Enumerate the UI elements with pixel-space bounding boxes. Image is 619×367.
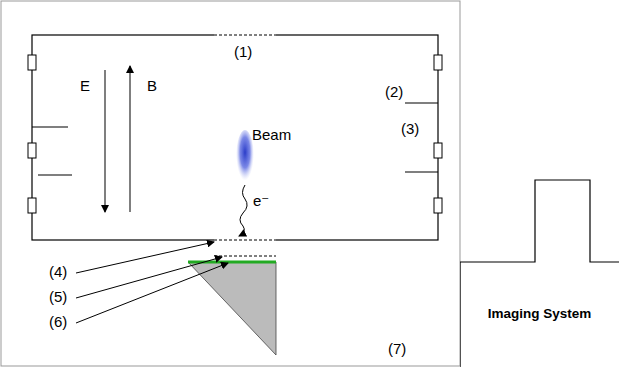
extraction-mesh <box>214 240 276 241</box>
callout-label: (5) <box>49 289 67 306</box>
callout-label: B <box>147 78 157 95</box>
callout-label: (6) <box>49 314 67 331</box>
node-label: Imaging System <box>460 306 619 321</box>
electron-path <box>239 185 247 236</box>
top-aperture-gap <box>214 32 276 38</box>
callout-label: E <box>80 78 90 95</box>
callout-label: (7) <box>388 341 406 358</box>
housing-frame <box>1 1 460 366</box>
callout-leaders <box>76 242 228 323</box>
callout-label: e⁻ <box>253 193 269 210</box>
prism-mirror <box>188 262 276 355</box>
bottom-aperture-gap <box>214 237 276 243</box>
e-field-arrow <box>104 70 106 212</box>
callout-label: (4) <box>49 264 67 281</box>
mcp-plate <box>214 256 276 257</box>
callout-label: (3) <box>401 121 419 138</box>
callout-label: (1) <box>234 44 252 61</box>
imaging-system-box: Imaging System <box>460 178 619 367</box>
b-field-arrow <box>129 66 131 212</box>
imaging-system-outline <box>460 178 619 367</box>
callout-label: (2) <box>385 84 403 101</box>
top-mesh <box>214 35 276 36</box>
chamber-wall <box>32 35 438 240</box>
ion-beam <box>236 130 254 186</box>
electrode-plates <box>32 103 438 175</box>
insulators <box>28 55 442 213</box>
callout-label: Beam <box>252 127 291 144</box>
